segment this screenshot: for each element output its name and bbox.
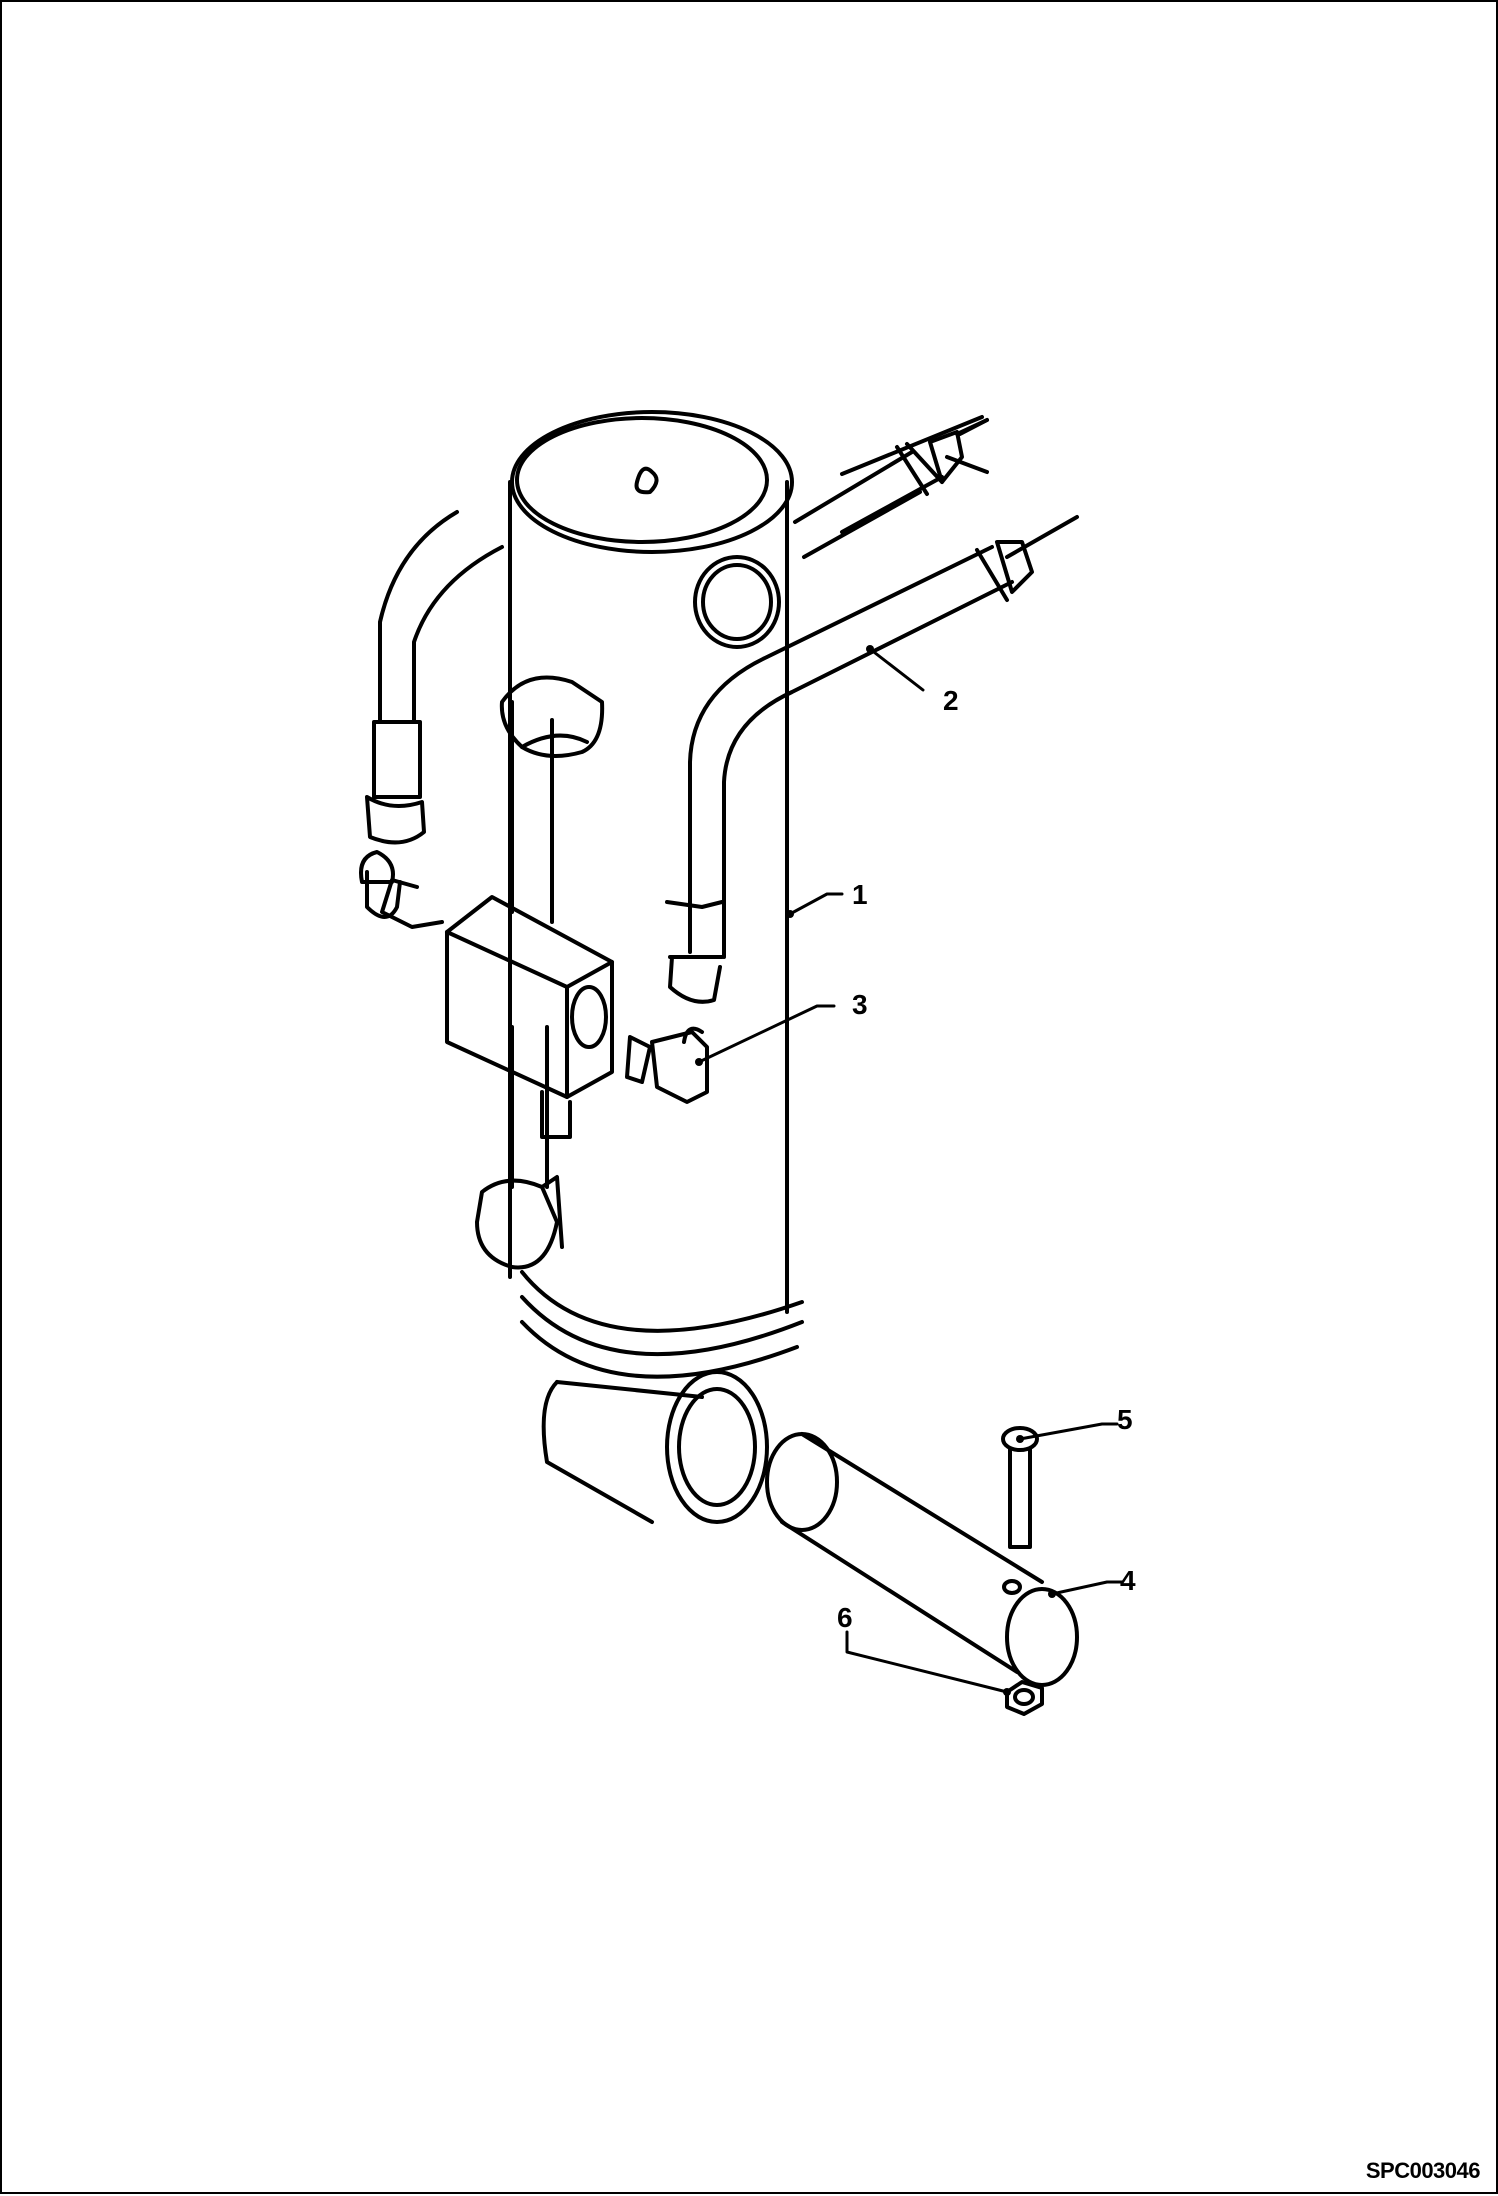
figure-code: SPC003046 bbox=[1365, 2158, 1481, 2183]
nut-6 bbox=[1005, 1680, 1044, 1716]
leader-4 bbox=[1050, 1580, 1124, 1596]
hose-upper-right bbox=[793, 415, 989, 559]
leader-dots bbox=[695, 645, 1056, 1696]
valve-block bbox=[359, 850, 709, 1104]
leader-2 bbox=[868, 647, 925, 692]
callout-5: 5 bbox=[1117, 1404, 1133, 1435]
bolt-5 bbox=[1001, 1426, 1039, 1549]
callout-4: 4 bbox=[1120, 1565, 1136, 1596]
callout-6: 6 bbox=[837, 1602, 853, 1633]
pin-4 bbox=[765, 1432, 1079, 1687]
rod-eye bbox=[541, 1370, 769, 1524]
leader-lines bbox=[697, 647, 1124, 1694]
hose-2 bbox=[665, 515, 1079, 1004]
callout-3: 3 bbox=[852, 989, 868, 1020]
hose-left bbox=[365, 510, 504, 845]
pilot-tube bbox=[475, 675, 605, 1270]
leader-3 bbox=[697, 1004, 836, 1064]
leader-1 bbox=[788, 892, 844, 916]
leader-5 bbox=[1018, 1422, 1119, 1441]
callout-2: 2 bbox=[943, 685, 959, 716]
callout-1: 1 bbox=[852, 879, 868, 910]
leader-6 bbox=[845, 1630, 1009, 1694]
